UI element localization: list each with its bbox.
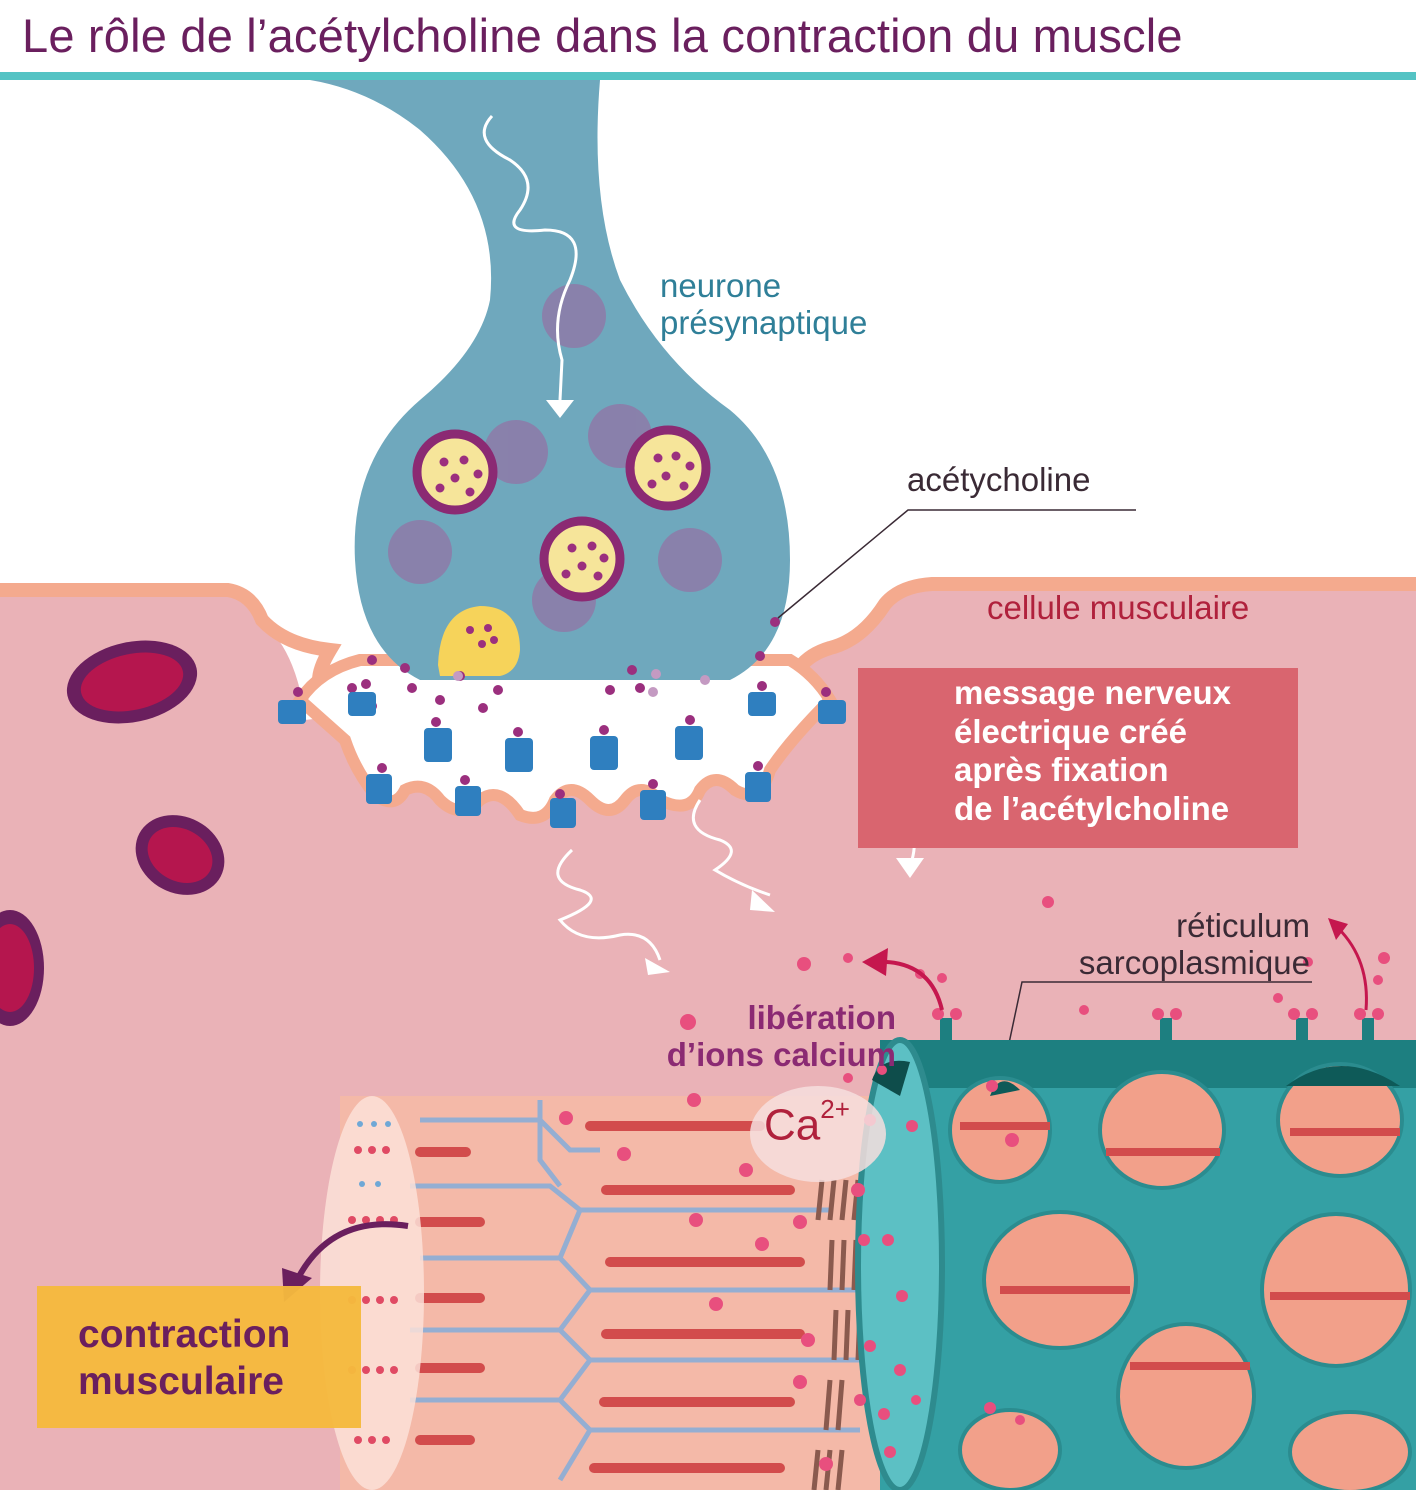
contraction-box [37,1286,361,1428]
label-muscle-cell: cellule musculaire [987,589,1250,626]
synaptic-cleft [292,654,838,824]
page-title: Le rôle de l’acétylcholine dans la contr… [22,9,1183,62]
mitochondria [0,640,225,1026]
label-line: neurone [660,267,782,304]
label-line: présynaptique [660,303,868,341]
label-acetylcholine: acétycholine [907,461,1091,498]
label-nerve-message: message nerveux électrique créé après fi… [954,674,1231,828]
label-calcium-release: libération d’ions calcium [556,999,896,1074]
label-line: contraction [78,1313,291,1356]
label-line: libération [747,999,896,1036]
label-line: message nerveux [954,674,1232,711]
message-box [858,668,1298,848]
label-sarcoplasmic-reticulum: réticulum sarcoplasmique [1026,907,1310,982]
label-calcium-ion: Ca2+ [764,1094,850,1151]
calcium-charge: 2+ [820,1094,850,1124]
label-line: électrique créé [954,712,1187,750]
label-line: musculaire [78,1359,284,1403]
calcium-symbol: Ca [764,1100,821,1150]
label-presynaptic-neuron: neurone présynaptique [660,267,868,342]
label-line: réticulum [1176,907,1310,944]
label-line: après fixation [954,751,1169,789]
label-line: sarcoplasmique [1078,943,1310,981]
label-line: d’ions calcium [666,1035,896,1073]
label-line: de l’acétylcholine [954,789,1230,827]
fusing-vesicle [438,606,520,676]
label-muscle-contraction: contraction musculaire [78,1312,290,1406]
title-underline [0,72,1416,80]
